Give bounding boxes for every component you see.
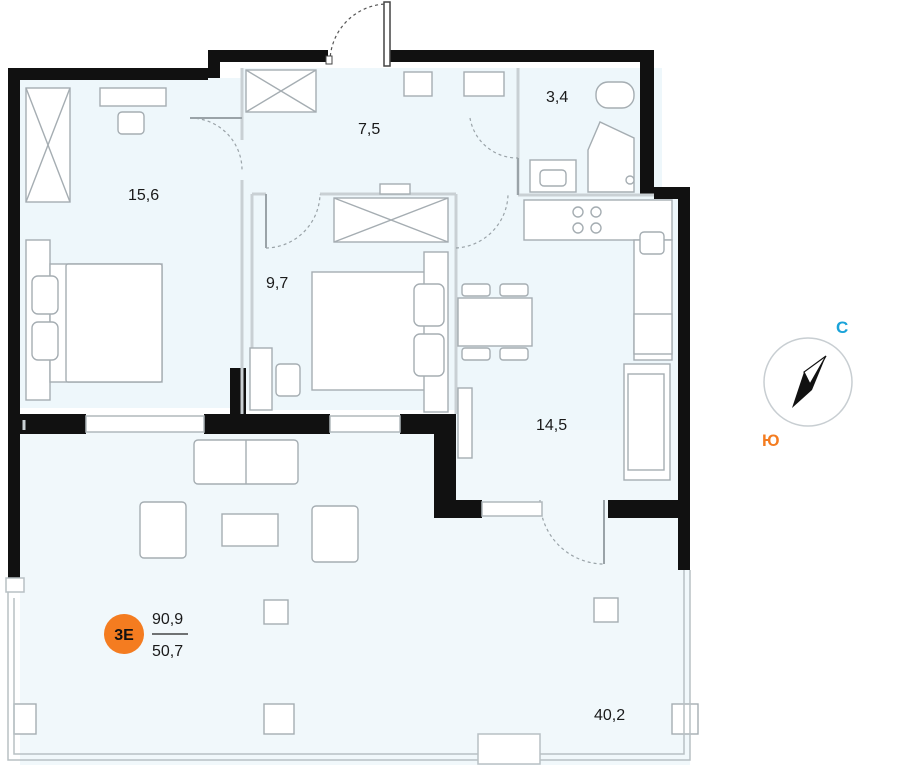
entrance-door [325, 1, 391, 67]
room-area-bedroom-mid: 9,7 [266, 275, 288, 292]
compass-north-label: С [836, 318, 848, 337]
apartment-code: 3Е [114, 627, 134, 644]
furniture [13, 69, 699, 735]
room-area-kitchen-living: 14,5 [536, 417, 567, 434]
badge-circle [104, 614, 144, 654]
room-area-hall: 7,5 [358, 121, 380, 138]
room-area-bedroom-left: 15,6 [128, 187, 159, 204]
room-labels: 15,6 7,5 3,4 9,7 14,5 40,2 [128, 89, 625, 724]
door-leaves [190, 117, 605, 564]
windows [85, 415, 543, 517]
room-area-terrace: 40,2 [594, 707, 625, 724]
total-area: 90,9 [152, 611, 183, 628]
walls [8, 50, 690, 588]
terrace-railing [5, 570, 691, 765]
compass-icon [763, 337, 853, 427]
living-area: 50,7 [152, 643, 183, 660]
apartment-badge: 3Е 90,9 50,7 [104, 611, 188, 660]
room-area-bathroom: 3,4 [546, 89, 568, 106]
compass-south-label: Ю [762, 431, 780, 450]
